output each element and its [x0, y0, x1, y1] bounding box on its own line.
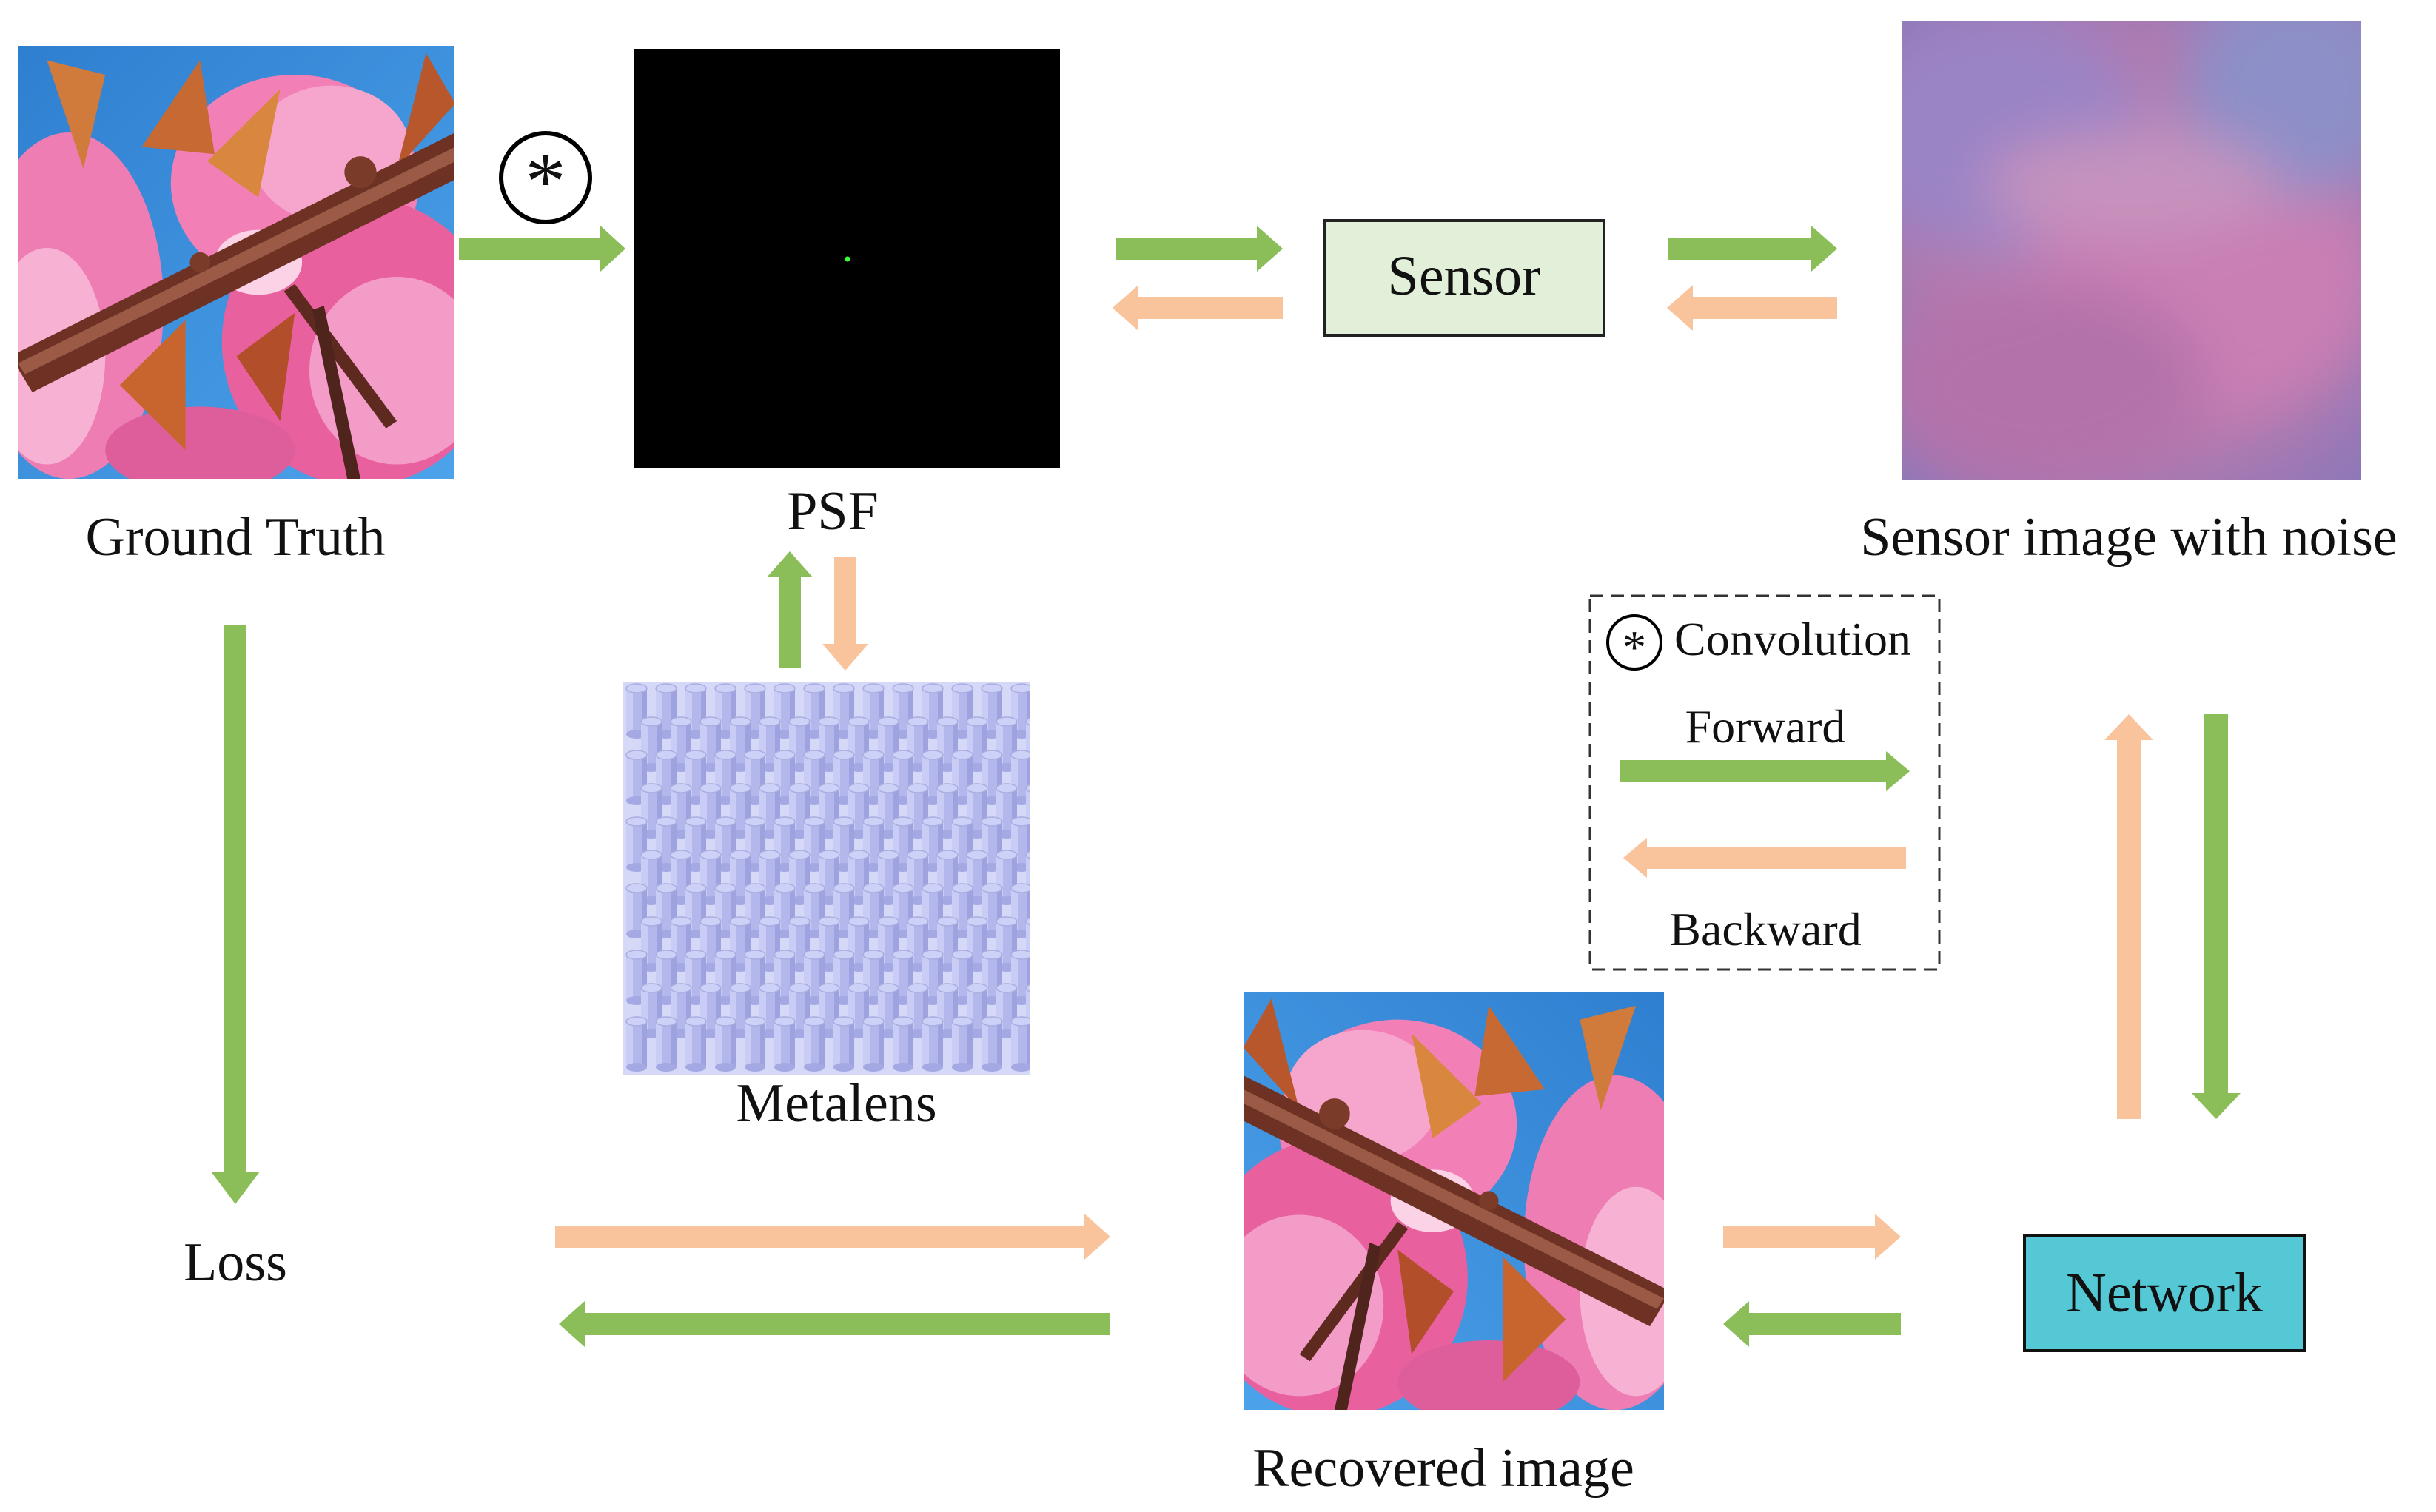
- psf-image: [634, 49, 1060, 468]
- metalens-image: [623, 682, 1030, 1075]
- legend-convolution-label: Convolution: [1674, 613, 1911, 665]
- arrow-recovered-to-loss: [559, 1301, 1110, 1347]
- arrow-sensor-to-psf: [1113, 285, 1283, 331]
- arrow-image-to-network: [2192, 714, 2241, 1119]
- arrow-gt-to-psf: [459, 225, 625, 272]
- arrow-psf-to-sensor: [1116, 226, 1283, 272]
- sensor-label: Sensor: [1388, 245, 1541, 307]
- arrow-network-to-recovered: [1723, 1301, 1901, 1347]
- network-box: Network: [2023, 1234, 2306, 1352]
- legend-backward-arrow: [1623, 838, 1906, 878]
- legend-forward-label: Forward: [1685, 700, 1846, 753]
- svg-text:*: *: [526, 136, 566, 226]
- sensor-image: [1902, 21, 2361, 480]
- legend-backward-label: Backward: [1669, 903, 1861, 955]
- arrow-loss-to-recovered: [555, 1214, 1110, 1260]
- arrow-gt-to-loss: [211, 625, 260, 1204]
- sensor-box: Sensor: [1323, 219, 1605, 337]
- convolution-operator-icon: *: [499, 131, 592, 226]
- arrow-recovered-to-network: [1723, 1214, 1901, 1260]
- arrow-metalens-to-psf: [767, 551, 813, 668]
- arrow-network-to-image: [2104, 714, 2153, 1119]
- psf-label: PSF: [787, 481, 878, 542]
- ground-truth-image: [18, 46, 454, 479]
- svg-text:*: *: [1623, 621, 1646, 673]
- metalens-label: Metalens: [736, 1073, 936, 1134]
- recovered-image-label: Recovered image: [1252, 1438, 1634, 1499]
- legend-forward-arrow: [1620, 751, 1910, 791]
- sensor-image-label: Sensor image with noise: [1860, 507, 2398, 568]
- arrow-sensor-to-image: [1668, 226, 1837, 272]
- arrow-image-to-sensor: [1667, 285, 1837, 331]
- network-label: Network: [2066, 1262, 2263, 1324]
- arrow-psf-to-metalens: [822, 557, 868, 671]
- ground-truth-label: Ground Truth: [85, 507, 385, 568]
- recovered-image: [1244, 992, 1664, 1410]
- legend-box: * Convolution Forward Backward: [1588, 594, 1941, 971]
- loss-label: Loss: [184, 1232, 287, 1293]
- legend-convolution-icon: *: [1606, 614, 1662, 673]
